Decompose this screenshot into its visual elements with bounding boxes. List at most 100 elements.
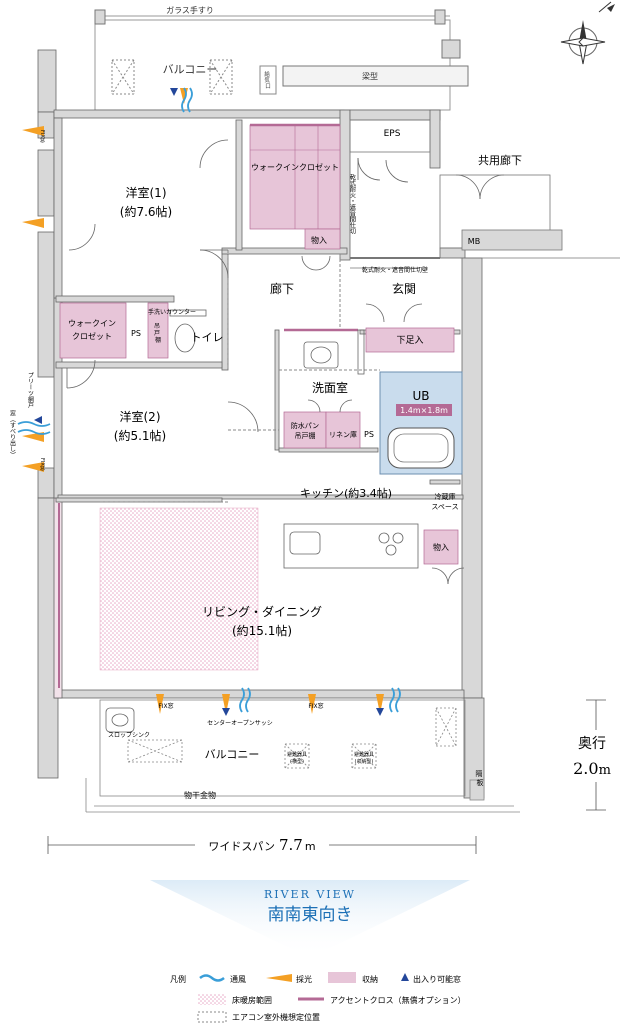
legend [197, 972, 409, 1023]
depth-number: 2.0 [573, 759, 598, 778]
storage-label: 物入 [311, 235, 327, 245]
waterproof-pan-label-1: 防水パン [291, 421, 319, 430]
small-closet-label-2: クロゼット [72, 331, 112, 341]
ac-unit-1-label-1: 避難器具 [287, 751, 307, 758]
legend-light-icon [266, 974, 292, 982]
fire-door-vertical-label: 乾式耐火・遮音間仕切 [349, 173, 356, 235]
ventilation-marks [17, 87, 401, 713]
dimension-lines [47, 699, 606, 854]
left-label-fix-2: FIX窓 [39, 458, 45, 471]
linen-label: リネン庫 [329, 430, 357, 439]
left-label-fix-1: FIX窓 [39, 130, 45, 143]
eps-label: EPS [384, 129, 401, 139]
left-label-sliding: 窓（すべり出し） [9, 409, 16, 458]
legend-ventilation-icon [199, 974, 225, 982]
ps2-label: PS [364, 430, 374, 439]
cabinet-line-1: 吊 [154, 323, 160, 330]
beam-label: 梁型 [362, 72, 378, 81]
living-label-2: (約15.1帖) [232, 623, 292, 638]
legend-door-icon [401, 973, 409, 981]
light-arrows [22, 88, 384, 714]
fridge-label-1: 冷蔵庫 [435, 492, 456, 501]
slop-sink-label: スロップシンク [108, 732, 150, 739]
door-triangles [34, 88, 384, 716]
doors [66, 139, 505, 585]
mb-label: MB [468, 237, 480, 246]
direction-label: 南南東向き [268, 905, 353, 925]
legend-accent-label: アクセントクロス（無償オプション） [330, 995, 466, 1005]
fix-window-right: FIX窓 [308, 702, 323, 710]
western-room-2-name: 洋室(2) [120, 409, 161, 424]
western-room-1-name: 洋室(1) [126, 185, 167, 200]
hand-wash-label: 手洗いカウンター [148, 308, 196, 316]
partition-line-1: 隔 [475, 769, 482, 778]
left-label-pleats: プリーツ網戸 [27, 372, 34, 409]
ac-unit-2-label-2: (収納型) [355, 758, 374, 765]
ac-unit-1-label-2: (横型) [290, 758, 304, 765]
bottom-balcony-label: バルコニー [205, 748, 260, 761]
bottom-balcony [85, 699, 520, 813]
dashed-lines [100, 250, 380, 503]
ub-size-box [396, 404, 452, 416]
entrance-label: 玄関 [392, 281, 416, 296]
partition-line-2: 板 [477, 778, 484, 787]
ub-size-label: 1.4m×1.8m [400, 406, 448, 415]
legend-storage-icon [328, 972, 356, 983]
depth-value: 2.0m [573, 759, 611, 778]
storage2-label: 物入 [433, 542, 449, 552]
top-balcony-label: バルコニー [163, 63, 218, 76]
center-sash-label: センターオープンサッシ [207, 719, 273, 727]
western-room-1-size: (約7.6帖) [120, 204, 172, 219]
ventilation-line-3: 口 [265, 83, 271, 90]
river-view-label: RIVER VIEW [264, 888, 356, 901]
small-closet-label-1: ウォークイン [68, 319, 116, 328]
ub-label: UB [412, 389, 429, 403]
width-label-text: ワイドスパン [208, 840, 275, 853]
washroom-label: 洗面室 [312, 380, 348, 395]
legend-title: 凡例 [170, 974, 186, 984]
ventilation-line-2: 気 [264, 76, 270, 84]
depth-unit: m [599, 763, 611, 778]
floor-heating-area [99, 507, 259, 671]
fire-door-horizontal-label: 乾式耐火・遮音間仕切壁 [362, 266, 428, 274]
legend-floor-heating-icon [198, 994, 226, 1005]
legend-floor-heating-label: 床暖房範囲 [232, 995, 272, 1005]
common-corridor-label: 共用廊下 [478, 153, 522, 167]
top-balcony [94, 9, 469, 111]
depth-label: 奥行 [578, 735, 606, 752]
legend-ventilation-label: 通風 [230, 974, 246, 984]
fixtures [105, 309, 419, 733]
width-label-bg [195, 836, 329, 854]
cabinet-line-2: 戸 [154, 330, 160, 337]
compass-icon [560, 1, 615, 65]
river-view-banner [150, 880, 470, 958]
cabinet-label: 吊 戸 棚 [154, 323, 162, 344]
walk-in-closet-label: ウォークインクロゼット [251, 162, 339, 172]
ventilation-line-1: 給 [264, 70, 270, 78]
legend-ac-label: エアコン室外機想定位置 [232, 1012, 320, 1022]
western-room-2-size: (約5.1帖) [114, 428, 166, 443]
depth-label-bg [568, 730, 621, 782]
bathtub [387, 427, 455, 469]
fix-window-left: FIX窓 [158, 702, 173, 710]
legend-storage-label: 収納 [362, 974, 378, 984]
legend-door-label: 出入り可能窓 [413, 974, 461, 984]
legend-light-label: 採光 [296, 974, 312, 984]
corridor-area [349, 119, 620, 269]
waterproof-pan-label-2: 吊戸棚 [295, 431, 316, 440]
ps-label: PS [131, 329, 141, 338]
ventilation-label: 給 気 口 [264, 70, 271, 90]
fridge-label-2: スペース [431, 503, 458, 511]
shoe-storage-label: 下足入 [396, 335, 423, 346]
toilet-label: トイレ [191, 331, 224, 344]
partition-label: 隔 板 [475, 769, 484, 787]
legend-ac-icon [197, 1011, 227, 1023]
laundry-pole-label: 物干金物 [184, 790, 216, 800]
living-label-1: リビング・ダイニング [202, 604, 322, 619]
cabinet-line-3: 棚 [155, 336, 161, 344]
glass-railing-label: ガラス手すり [166, 5, 214, 15]
width-unit: m [305, 840, 316, 853]
hallway-label: 廊下 [270, 281, 294, 296]
